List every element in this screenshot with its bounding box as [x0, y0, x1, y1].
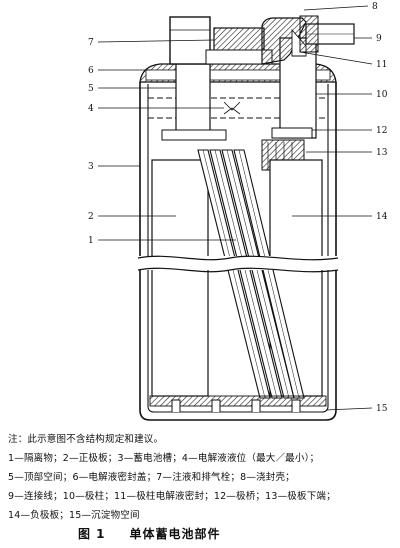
break-gap — [137, 255, 339, 273]
sediment-space — [149, 395, 327, 412]
battery-cell-diagram: 8 7 9 6 11 5 10 4 12 3 13 2 14 1 15 — [88, 2, 388, 421]
figure-caption: 图 1 单体蓄电池部件 — [78, 525, 221, 542]
leader-lines — [97, 5, 373, 411]
callout-7: 7 — [88, 38, 94, 48]
battery-container — [139, 82, 337, 421]
callout-4: 4 — [88, 104, 94, 114]
positive-terminal-post — [161, 63, 227, 141]
callout-2: 2 — [88, 212, 94, 222]
callout-12: 12 — [376, 126, 387, 136]
legend-line: 9—连接线；10—极柱；11—极柱电解液密封；12—极桥；13—极板下端； — [8, 491, 336, 502]
callout-labels: 8 7 9 6 11 5 10 4 12 3 13 2 14 1 15 — [88, 2, 388, 414]
callout-13: 13 — [376, 148, 388, 158]
filling-plug — [205, 27, 273, 65]
callout-10: 10 — [376, 90, 388, 100]
callout-8: 8 — [372, 2, 378, 12]
figure-note: 注：此示意图不含结构规定和建议。 — [8, 434, 164, 445]
callout-3: 3 — [88, 162, 94, 172]
legend-line: 1—隔离物；2—正极板；3—蓄电池槽；4—电解液液位（最大／最小）； — [8, 453, 320, 464]
callout-9: 9 — [376, 34, 382, 44]
callout-6: 6 — [88, 66, 94, 76]
callout-15: 15 — [376, 404, 388, 414]
legend-line: 5—顶部空间；6—电解液密封盖；7—注液和排气栓；8—浇封壳； — [8, 472, 295, 483]
callout-1: 1 — [88, 236, 94, 246]
figure-title: 单体蓄电池部件 — [129, 527, 221, 541]
positive-plate — [151, 159, 209, 397]
connecting-cable — [299, 15, 355, 53]
callout-11: 11 — [376, 60, 387, 70]
figure-number: 图 1 — [78, 527, 106, 541]
callout-5: 5 — [88, 84, 94, 94]
separator-stack — [197, 149, 305, 399]
legend-line: 14—负极板；15—沉淀物空间 — [8, 510, 140, 521]
callout-14: 14 — [376, 212, 388, 222]
